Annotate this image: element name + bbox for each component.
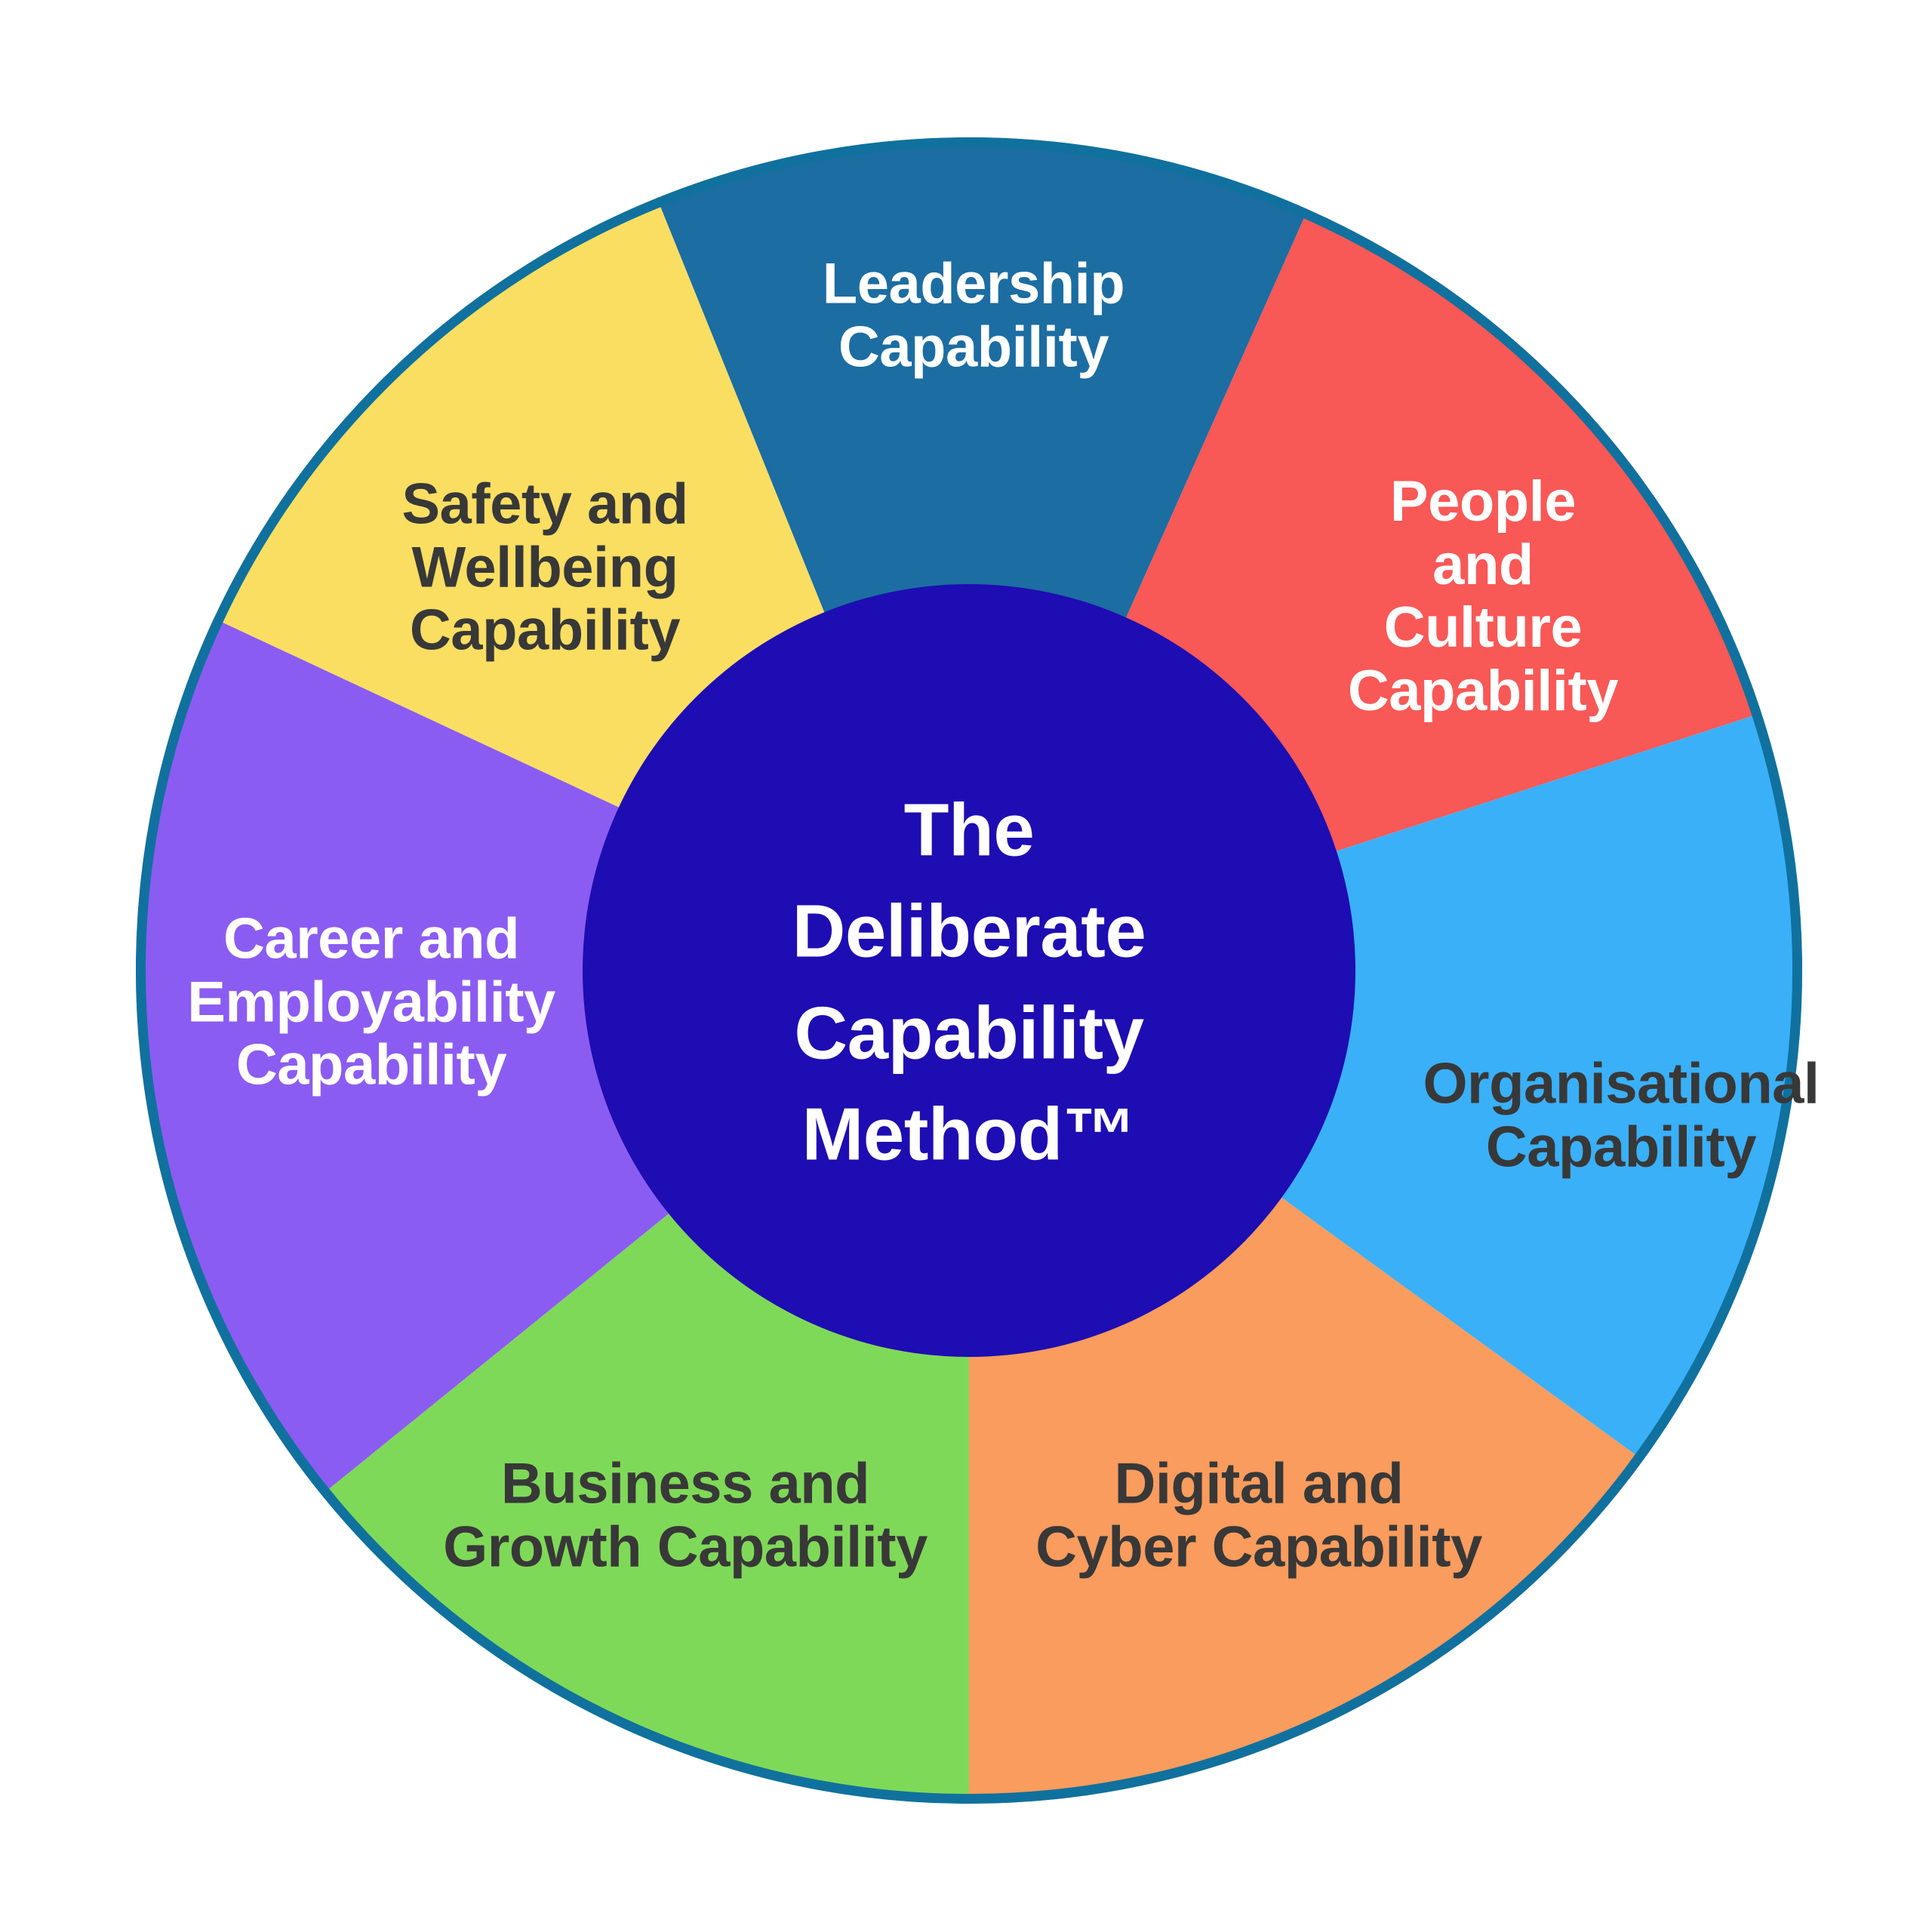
label-line: Career and [223,906,520,971]
segment-label-people-culture: People and Culture Capability [1347,469,1619,723]
segment-label-leadership: Leadership Capability [822,251,1125,379]
segment-label-business-growth: Business and Growth Capability [443,1452,928,1578]
label-line: and [1432,532,1534,597]
segment-label-digital-cyber: Digital and Cyber Capability [1035,1452,1482,1578]
segment-label-safety-wellbeing: Safety and Wellbeing Capability [401,473,688,663]
label-line: Capability [1347,658,1619,723]
segment-wedge-leadership [657,137,1309,971]
label-line: Capability [235,1032,507,1097]
label-line: Wellbeing [411,535,678,600]
segment-label-organisational: Organisational Capability [1423,1051,1820,1179]
label-line: Digital and [1114,1451,1404,1516]
segment-wedge-career-employability [136,618,970,1495]
outer-ring [136,137,1802,1804]
segment-wedge-organisational [969,712,1803,1460]
center-title: The Deliberate Capability Method™ [792,780,1146,1185]
center-circle [583,584,1355,1357]
center-title-line: Method™ [801,1092,1137,1176]
label-line: Culture [1383,595,1583,660]
center-title-line: The [903,788,1035,872]
label-line: Safety and [401,472,688,537]
label-line: Leadership [822,251,1125,316]
label-line: Employability [187,970,555,1035]
label-line: Growth Capability [443,1515,928,1579]
label-line: Cyber Capability [1035,1515,1482,1579]
segment-label-career-employability: Career and Employability Capability [187,908,555,1097]
label-line: Capability [409,598,681,663]
label-line: Business and [500,1451,870,1516]
label-line: Capability [1485,1115,1757,1179]
label-line: Capability [838,315,1109,379]
label-line: People [1389,469,1577,534]
center-title-line: Deliberate [792,889,1146,973]
center-title-line: Capability [794,991,1144,1074]
label-line: Organisational [1423,1051,1820,1116]
